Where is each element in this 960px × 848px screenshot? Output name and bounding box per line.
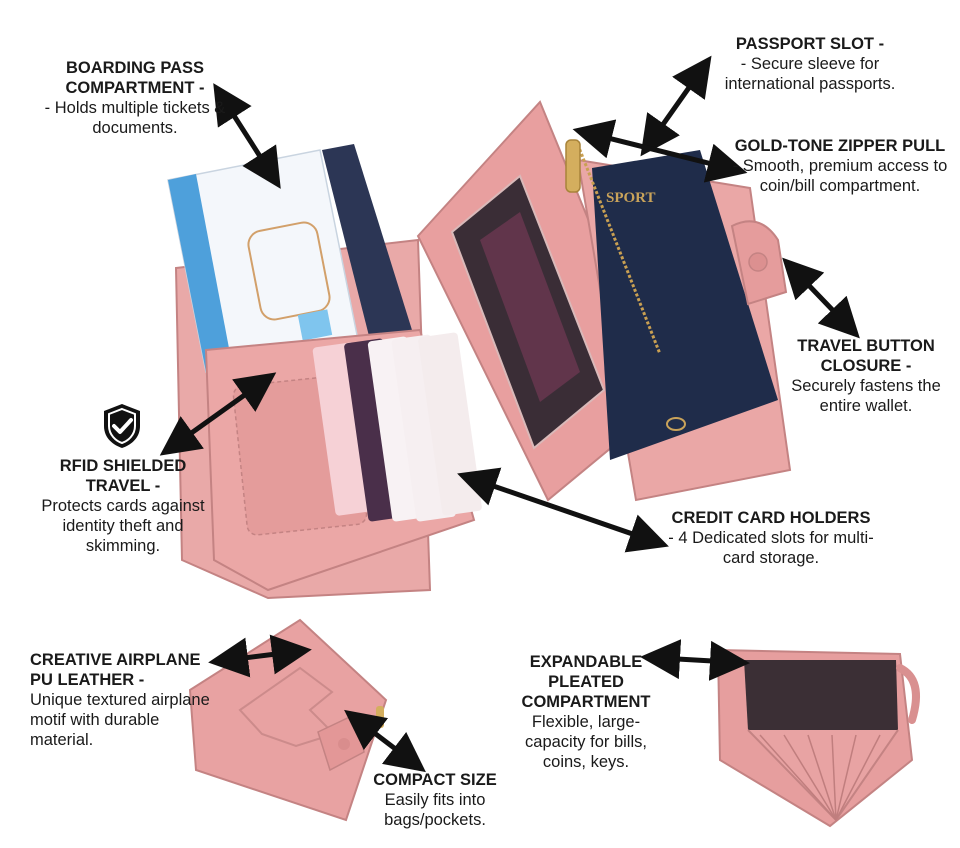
passport: SPORT: [592, 150, 778, 460]
callout-title: CREDIT CARD HOLDERS: [671, 509, 871, 527]
shield-check-icon: [104, 404, 140, 448]
callout-title: RFID SHIELDED TRAVEL -: [59, 457, 187, 495]
callout-title: BOARDING PASS COMPARTMENT -: [65, 59, 205, 97]
callout-title: CREATIVE AIRPLANE PU LEATHER -: [30, 651, 201, 689]
callout-boarding-pass: BOARDING PASS COMPARTMENT - - Holds mult…: [40, 58, 230, 138]
double-arrow-icon: [640, 55, 712, 157]
callout-desc: - Holds multiple tickets & documents.: [44, 99, 226, 137]
callout-title: GOLD-TONE ZIPPER PULL: [734, 137, 946, 155]
callout-desc: Unique textured airplane motif with dura…: [30, 691, 210, 749]
callout-desc: Easily fits into bags/pockets.: [384, 791, 486, 829]
pleated-wallet: [716, 648, 920, 828]
double-arrow-icon: [782, 257, 860, 339]
double-arrow-icon: [572, 119, 748, 183]
double-arrow-icon: [159, 372, 277, 456]
callout-rfid: RFID SHIELDED TRAVEL - Protects cards ag…: [28, 456, 218, 556]
callout-travel-button: TRAVEL BUTTON CLOSURE - Securely fastens…: [786, 336, 946, 416]
double-arrow-icon: [457, 467, 669, 553]
callout-title: COMPACT SIZE: [373, 771, 497, 789]
callout-title: EXPANDABLE PLEATED COMPARTMENT: [521, 653, 651, 711]
callout-arrows: [159, 55, 860, 773]
callout-desc: - 4 Dedicated slots for multi-card stora…: [668, 529, 874, 567]
callout-desc: - Secure sleeve for international passpo…: [724, 55, 896, 93]
callout-airplane-leather: CREATIVE AIRPLANE PU LEATHER - Unique te…: [30, 650, 222, 750]
callout-title: TRAVEL BUTTON CLOSURE -: [797, 337, 935, 375]
double-arrow-icon: [208, 634, 312, 678]
callout-desc: Flexible, large-capacity for bills, coin…: [525, 713, 647, 771]
double-arrow-icon: [344, 709, 426, 773]
callout-compact: COMPACT SIZE Easily fits into bags/pocke…: [360, 770, 510, 830]
callout-title: PASSPORT SLOT -: [735, 35, 885, 53]
snap-tab: [730, 220, 788, 306]
svg-text:SPORT: SPORT: [606, 190, 655, 206]
credit-cards: [312, 332, 482, 522]
callout-pleated: EXPANDABLE PLEATED COMPARTMENT Flexible,…: [506, 652, 666, 772]
callout-passport-slot: PASSPORT SLOT - - Secure sleeve for inte…: [700, 34, 920, 94]
callout-credit-cards: CREDIT CARD HOLDERS - 4 Dedicated slots …: [654, 508, 888, 568]
id-window-flap: [416, 100, 666, 502]
callout-desc: - Smooth, premium access to coin/bill co…: [732, 157, 948, 195]
double-arrow-icon: [213, 83, 281, 189]
boarding-pass-ticket: [167, 149, 359, 373]
callout-zipper-pull: GOLD-TONE ZIPPER PULL - Smooth, premium …: [730, 136, 950, 196]
double-arrow-icon: [640, 639, 750, 681]
callout-desc: Securely fastens the entire wallet.: [791, 377, 941, 415]
callout-desc: Protects cards against identity theft an…: [41, 497, 205, 555]
